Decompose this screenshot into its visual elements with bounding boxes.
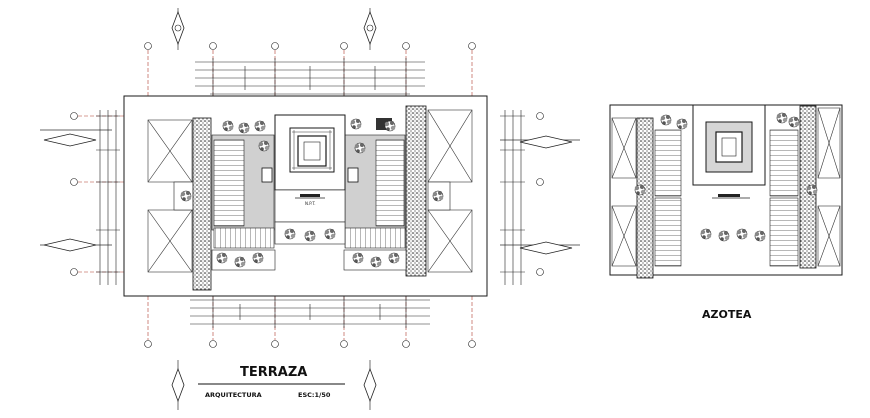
scale-label: ESC:1/50 [298,391,331,399]
stair-left [213,139,245,227]
stair-core-well [303,141,321,161]
azotea-void-left-upper [611,117,637,179]
azotea-level-marker [712,194,750,199]
planter-left [192,117,212,291]
section-marker-left-upper [40,129,112,147]
void-left-upper [147,119,193,183]
void-left-lower [147,209,193,273]
duct-left [261,167,273,183]
stair-right [375,139,405,227]
north-arrow-bottom-left [171,360,185,410]
stair-left-lower [213,227,275,249]
azotea-plan: AZOTEA [609,104,843,321]
azotea-stair-right [769,129,799,197]
azotea-void-right-lower [817,205,841,267]
core-stair-treads [292,130,332,170]
north-arrow-top-right [363,8,377,50]
dimension-lines-right [500,110,525,285]
section-marker-right-upper [500,135,580,149]
azotea-stair-right-lower [769,197,799,267]
azotea-core-well [721,137,737,157]
azotea-stair-left-lower [654,197,682,267]
azotea-stair-left [654,129,682,197]
azotea-void-right-upper [817,107,841,179]
north-arrow-top-left [171,8,185,50]
void-right-upper [427,109,473,183]
section-marker-left-lower [40,238,112,252]
void-right-lower [427,209,473,273]
terraza-title: TERRAZA [240,365,307,380]
azotea-planter-left [636,117,654,279]
discipline-label: ARQUITECTURA [205,391,262,399]
dimension-lines-bottom [190,296,430,328]
section-marker-right-lower [500,241,580,255]
level-marker-center: N.P.T. [295,194,325,206]
dimension-lines-top [195,58,425,98]
planter-right [405,105,427,277]
azotea-core-inner [715,131,743,163]
svg-text:N.P.T.: N.P.T. [305,201,316,206]
azotea-title: AZOTEA [702,308,752,321]
north-arrow-bottom-right [363,360,377,410]
stair-right-lower [344,227,406,249]
axis-bubbles [70,42,544,348]
dimension-lines-left [96,110,120,285]
terraza-plan: N.P.T. TERRAZA ARQUITECTURA ESC:1/50 [40,8,580,410]
duct-right [347,167,359,183]
azotea-void-left-lower [611,205,637,267]
